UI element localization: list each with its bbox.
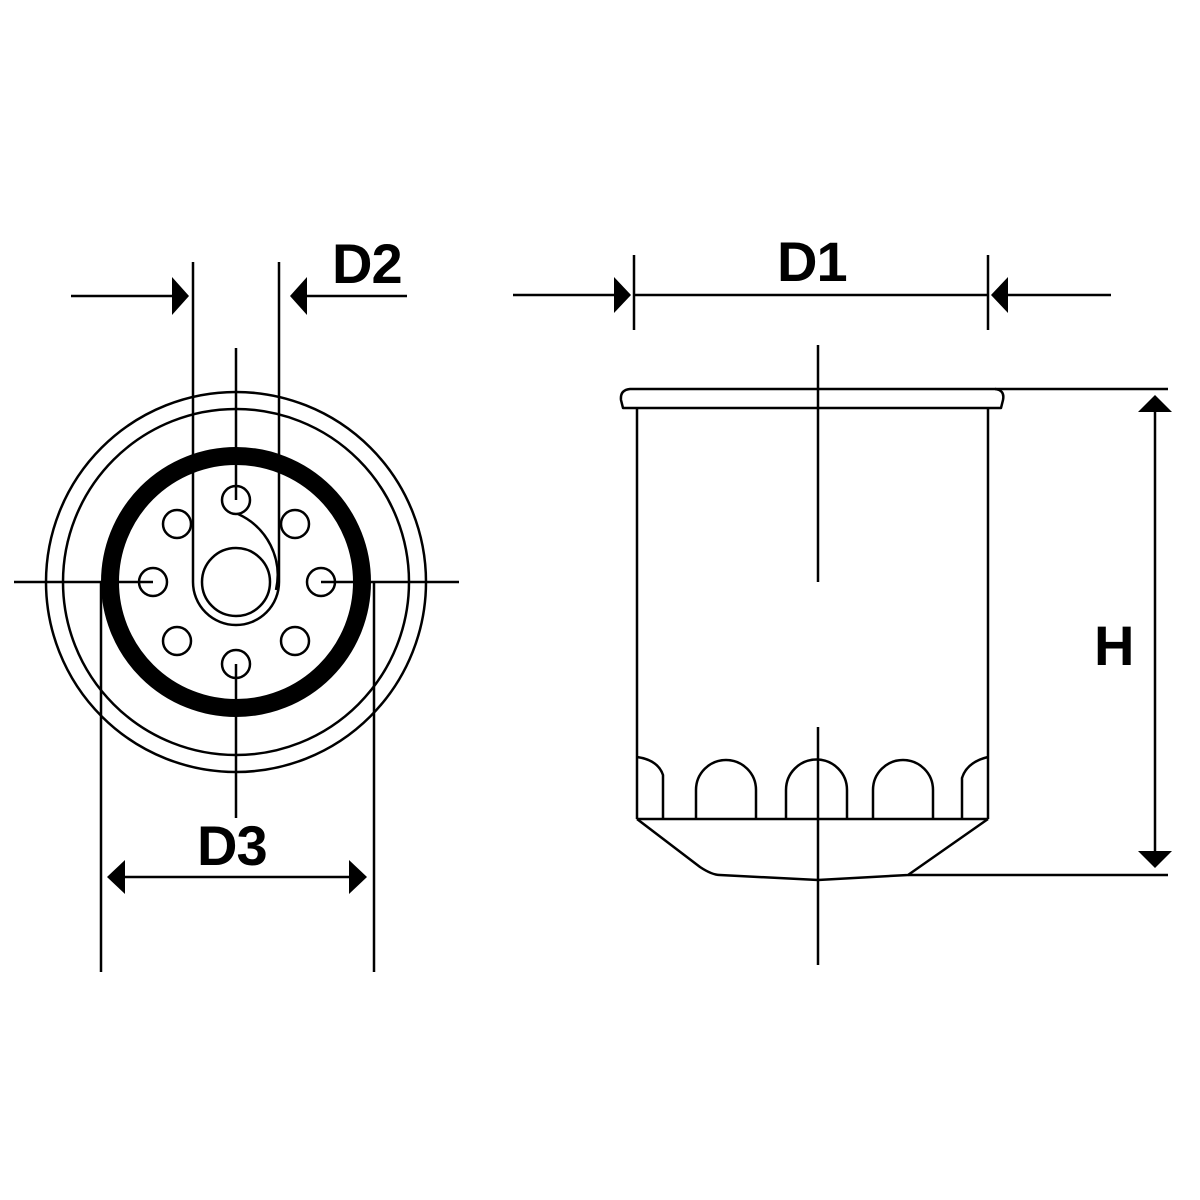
h-arrowhead-bottom — [1138, 851, 1172, 868]
filter-holes — [137, 484, 337, 680]
d1-label: D1 — [777, 230, 848, 293]
h-arrowhead-top — [1138, 395, 1172, 412]
hole — [279, 625, 311, 657]
bore-arc — [237, 512, 279, 591]
top-rim — [619, 387, 1005, 410]
arrowheads-right — [614, 277, 1172, 868]
hole — [161, 625, 193, 657]
slot — [784, 758, 849, 819]
bottom-view — [14, 262, 459, 972]
d1-arrowhead-left — [614, 277, 631, 313]
slot — [871, 758, 935, 819]
d2-label: D2 — [332, 232, 403, 295]
arrowheads-left — [107, 277, 367, 894]
hole — [161, 508, 193, 540]
tapered-base — [636, 817, 989, 882]
h-label: H — [1094, 614, 1134, 677]
slot — [694, 758, 758, 819]
d3-label: D3 — [197, 814, 268, 877]
d1-arrowhead-right — [991, 277, 1008, 313]
d2-slot — [191, 262, 281, 627]
d2-arrowhead-left — [172, 277, 189, 315]
slot-partial-left — [636, 755, 665, 819]
side-view — [513, 255, 1168, 965]
center-bore — [200, 546, 272, 618]
d3-arrowhead-right — [349, 860, 367, 894]
d3-arrowhead-left — [107, 860, 125, 894]
slot-partial-right — [960, 755, 989, 819]
d2-arrowhead-right — [290, 277, 307, 315]
hole — [279, 508, 311, 540]
